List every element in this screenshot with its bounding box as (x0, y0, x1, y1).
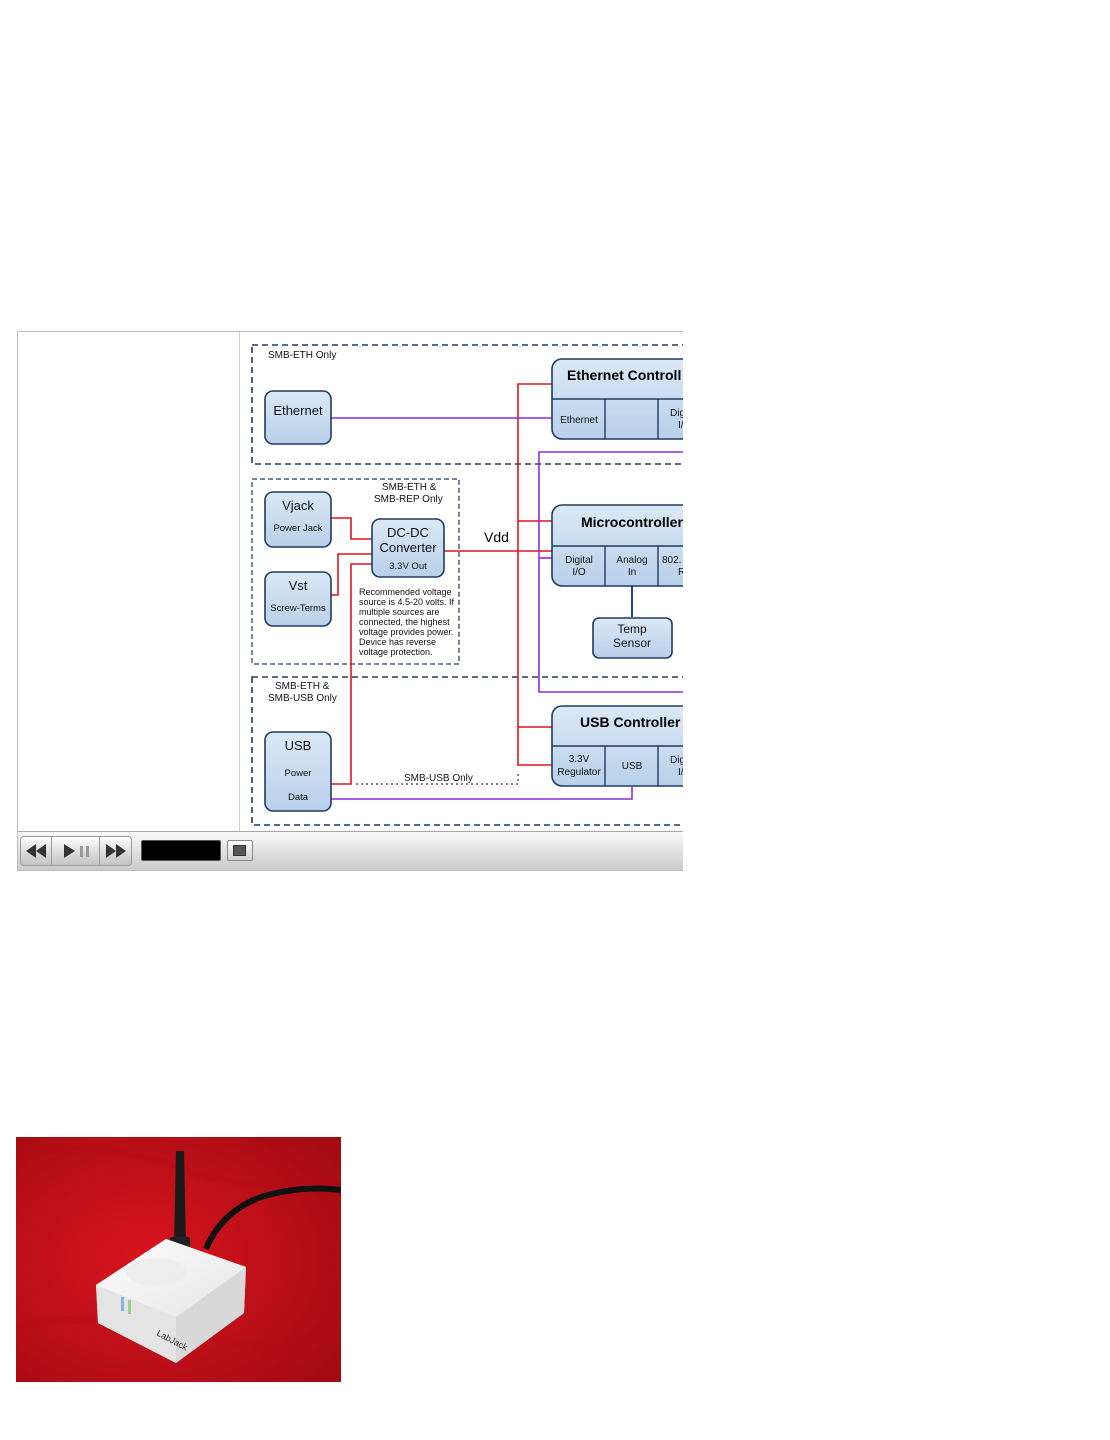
zone-eth-usb (251, 676, 683, 826)
vst-block (264, 571, 332, 627)
note-line: voltage provides power. (359, 627, 454, 637)
rewind-button[interactable] (20, 836, 52, 866)
ethernet-controller-cell: Ethernet (560, 415, 598, 426)
vjack-sublabel: Power Jack (273, 523, 322, 534)
dcdc-label-1: DC-DC (387, 525, 429, 540)
temp-label-2: Sensor (613, 636, 651, 650)
data-wiring (331, 417, 683, 800)
microcontroller-cell: 802. (662, 555, 681, 566)
note-line: source is 4.5-20 volts. If (359, 597, 455, 607)
ethernet-controller-cell: Dig (670, 408, 683, 419)
temp-sensor-block (592, 617, 673, 659)
dcdc-label-2: Converter (379, 540, 437, 555)
temp-label-1: Temp (617, 622, 647, 636)
vdd-label: Vdd (484, 529, 509, 545)
microcontroller-cell: In (628, 567, 636, 578)
note-line: multiple sources are (359, 607, 440, 617)
zone-eth-rep (251, 478, 460, 665)
note-line: voltage protection. (359, 647, 433, 657)
video-player[interactable]: SMB-ETH Only SMB-ETH & SMB-REP Only SMB-… (17, 331, 683, 871)
dcdc-sublabel: 3.3V Out (389, 561, 427, 572)
microcontroller-cell: R (678, 567, 683, 578)
power-wiring (331, 383, 552, 785)
usb-controller-cell: 3.3V (569, 754, 590, 765)
zone-eth-rep-label-2: SMB-REP Only (374, 494, 443, 505)
note-line: Recommended voltage (359, 587, 452, 597)
microcontroller-cell: Digital (565, 555, 593, 566)
fast-forward-button[interactable] (99, 836, 132, 866)
block-diagram: SMB-ETH Only SMB-ETH & SMB-REP Only SMB-… (251, 344, 683, 826)
zone-eth-usb-label-2: SMB-USB Only (268, 693, 337, 704)
zone-eth-rep-label-1: SMB-ETH & (382, 482, 437, 493)
usb-controller-cell: I/ (678, 767, 683, 778)
ethernet-controller-cell: I/ (678, 420, 683, 431)
note-line: connected, the highest (359, 617, 450, 627)
usb-controller-title: USB Controller (580, 714, 681, 730)
microcontroller-title: Microcontroller (581, 514, 683, 530)
vst-sublabel: Screw-Terms (270, 603, 326, 614)
zone-eth-only (251, 344, 683, 465)
fullscreen-icon (233, 845, 246, 856)
voltage-note: Recommended voltage source is 4.5-20 vol… (359, 587, 455, 657)
usb-label: USB (285, 738, 312, 753)
antenna (174, 1151, 186, 1245)
ethernet-block (264, 390, 332, 445)
smb-usb-dotted-line (356, 772, 519, 785)
usb-power-label: Power (285, 768, 312, 779)
vst-label: Vst (289, 578, 308, 593)
smb-usb-only-label: SMB-USB Only (404, 773, 473, 784)
play-pause-button[interactable] (51, 836, 100, 866)
product-photo: LabJack (16, 1137, 341, 1382)
dcdc-block (371, 518, 445, 578)
play-pause-icon (63, 844, 89, 858)
ethernet-controller-title: Ethernet Controll (567, 367, 681, 383)
player-control-bar (18, 831, 683, 870)
zone-eth-only-label: SMB-ETH Only (268, 350, 336, 361)
usb-controller-cell: Regulator (557, 767, 601, 778)
microcontroller-cell: Analog (616, 555, 647, 566)
rewind-icon (26, 844, 46, 858)
fast-forward-icon (105, 844, 126, 858)
slide-left-blank-area (18, 332, 240, 831)
fullscreen-button[interactable] (227, 840, 253, 861)
usb-cable (203, 1185, 341, 1251)
labjack-device-photo: LabJack (16, 1137, 341, 1382)
microcontroller-cell: I/O (572, 567, 586, 578)
note-line: Device has reverse (359, 637, 436, 647)
vjack-label: Vjack (282, 498, 314, 513)
ethernet-block-label: Ethernet (273, 403, 323, 418)
usb-controller-cell: USB (622, 761, 643, 772)
time-display (141, 840, 221, 861)
zone-eth-usb-label-1: SMB-ETH & (275, 681, 330, 692)
usb-data-label: Data (288, 792, 309, 803)
usb-controller-cell: Dig (670, 755, 683, 766)
usb-block (264, 731, 332, 812)
vjack-block (264, 491, 332, 548)
